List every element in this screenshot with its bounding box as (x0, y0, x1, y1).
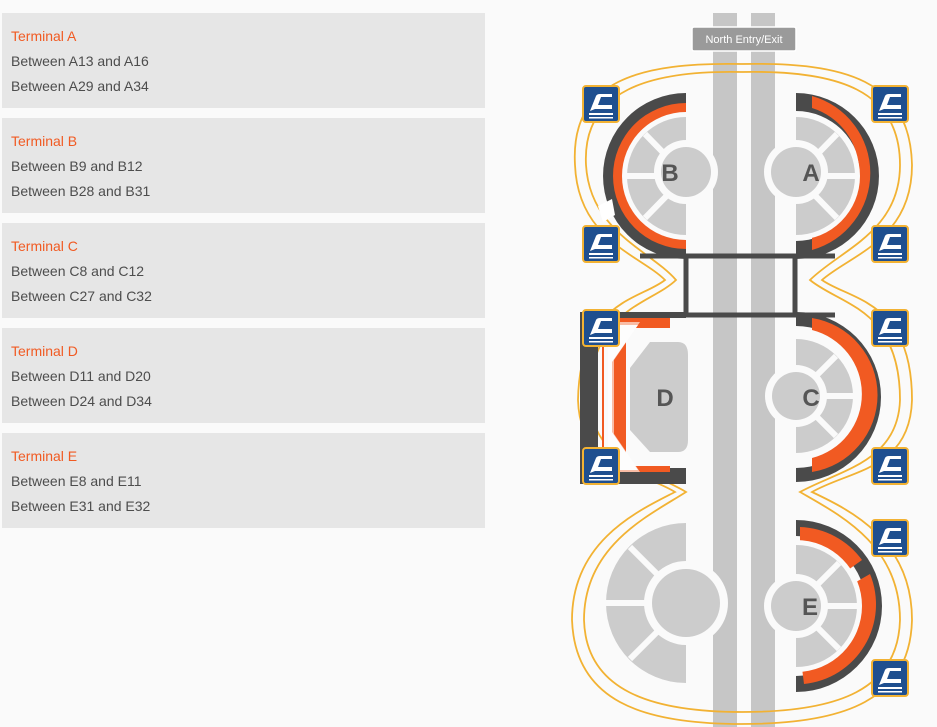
terminal-card-b[interactable]: Terminal B Between B9 and B12 Between B2… (2, 118, 485, 213)
terminal-b-label: B (661, 160, 678, 187)
terminal-list: Terminal A Between A13 and A16 Between A… (2, 13, 485, 538)
skylink-train-icon[interactable] (582, 309, 620, 347)
terminal-b[interactable]: B (598, 93, 718, 259)
terminal-location: Between A13 and A16 (11, 53, 149, 69)
terminal-card-a[interactable]: Terminal A Between A13 and A16 Between A… (2, 13, 485, 108)
skylink-train-icon[interactable] (871, 309, 909, 347)
terminal-title: Terminal B (11, 133, 78, 149)
skylink-train-icon[interactable] (582, 85, 620, 123)
skylink-train-icon[interactable] (871, 447, 909, 485)
terminal-location: Between A29 and A34 (11, 78, 149, 94)
terminal-location: Between E31 and E32 (11, 498, 151, 514)
terminal-c[interactable]: C (765, 312, 881, 482)
skylink-train-icon[interactable] (871, 659, 909, 697)
terminal-e-label: E (802, 594, 818, 621)
terminal-a[interactable]: A (764, 93, 879, 259)
skylink-track (571, 62, 913, 725)
terminal-location: Between C27 and C32 (11, 288, 152, 304)
terminal-card-e[interactable]: Terminal E Between E8 and E11 Between E3… (2, 433, 485, 528)
terminal-location: Between D11 and D20 (11, 368, 151, 384)
terminal-location: Between B28 and B31 (11, 183, 151, 199)
terminal-location: Between C8 and C12 (11, 263, 145, 279)
terminal-location: Between D24 and D34 (11, 393, 152, 409)
terminal-title: Terminal A (11, 28, 77, 44)
terminal-title: Terminal E (11, 448, 78, 464)
terminal-title: Terminal C (11, 238, 78, 254)
terminal-location: Between B9 and B12 (11, 158, 143, 174)
north-entry-exit-text: North Entry/Exit (705, 34, 782, 46)
skylink-train-icon[interactable] (871, 85, 909, 123)
terminal-title: Terminal D (11, 343, 78, 359)
airport-map-svg: North Entry/Exit (571, 13, 913, 727)
north-entry-exit-label[interactable]: North Entry/Exit (691, 26, 797, 52)
terminal-a-label: A (802, 160, 819, 187)
terminal-c-label: C (802, 385, 819, 412)
skylink-train-icon[interactable] (582, 447, 620, 485)
airport-map: North Entry/Exit (560, 0, 937, 727)
terminal-location: Between E8 and E11 (11, 473, 142, 489)
terminal-card-d[interactable]: Terminal D Between D11 and D20 Between D… (2, 328, 485, 423)
skylink-train-icon[interactable] (871, 225, 909, 263)
skylink-train-icon[interactable] (582, 225, 620, 263)
skylink-train-icon[interactable] (871, 519, 909, 557)
terminal-d-label: D (656, 385, 673, 412)
terminal-card-c[interactable]: Terminal C Between C8 and C12 Between C2… (2, 223, 485, 318)
terminal-e[interactable]: E (764, 520, 882, 692)
south-terminal-unlabeled (606, 523, 728, 683)
